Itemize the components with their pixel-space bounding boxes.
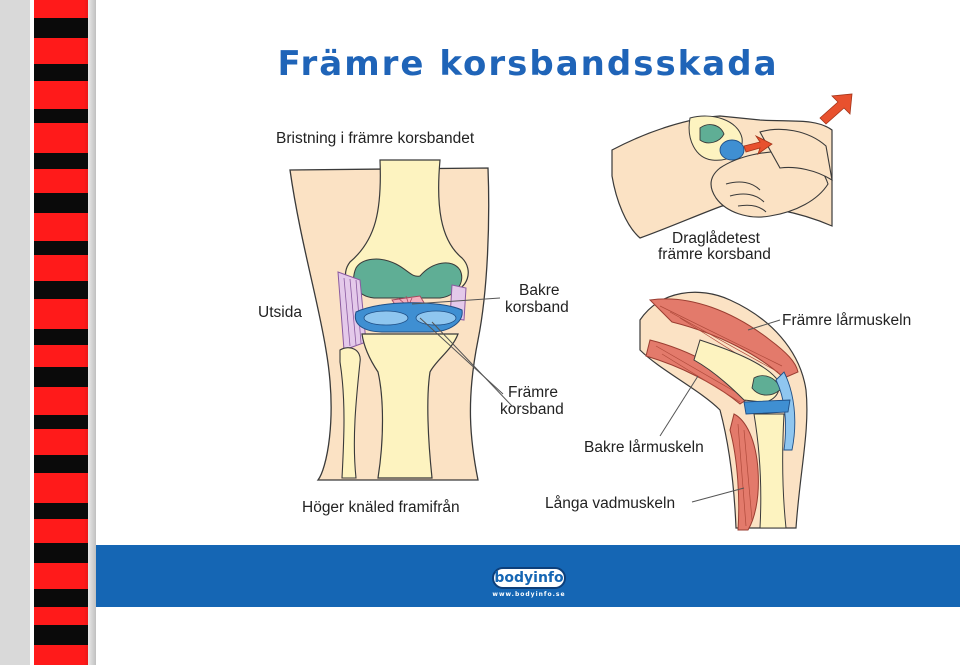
logo-url: www.bodyinfo.se	[492, 591, 566, 598]
stripe-band	[34, 81, 88, 109]
stripe-band	[34, 281, 88, 299]
label-acl-line2: korsband	[500, 401, 564, 418]
stripe-band	[34, 345, 88, 367]
stripe-band	[34, 299, 88, 329]
stripe-band	[34, 645, 88, 665]
stripe-band	[34, 109, 88, 123]
knee-front-view	[289, 159, 490, 481]
side-view-leader-lines	[659, 319, 781, 503]
label-acl-line1: Främre	[508, 384, 558, 401]
stripe-band	[34, 241, 88, 255]
bodyinfo-logo[interactable]: bodyinfo	[492, 567, 566, 589]
logo-text: bodyinfo	[494, 570, 564, 586]
label-drawer-line2: främre korsband	[658, 246, 771, 263]
stripe-band	[34, 563, 88, 589]
label-right-knee-front: Höger knäled framifrån	[302, 499, 460, 516]
stripe-band	[34, 543, 88, 563]
stripe-band	[34, 193, 88, 213]
stripe-band	[34, 213, 88, 241]
stripe-band	[34, 38, 88, 64]
drawer-test-illustration	[611, 93, 853, 239]
footer-bar: bodyinfo www.bodyinfo.se	[96, 545, 960, 607]
stripe-band	[34, 329, 88, 345]
stripe-band	[34, 519, 88, 543]
stripe-band	[34, 0, 88, 18]
stripe-band	[34, 455, 88, 473]
stripe-band	[34, 503, 88, 519]
label-drawer-line1: Draglådetest	[672, 230, 761, 247]
stripe-band	[34, 415, 88, 429]
stripe-band	[34, 64, 88, 81]
stripe-band	[34, 18, 88, 38]
label-quadriceps: Främre lårmuskeln	[782, 312, 911, 329]
label-calf: Långa vadmuskeln	[545, 495, 675, 512]
stripe-band	[34, 123, 88, 153]
stripe-band	[34, 153, 88, 169]
stripe-band	[34, 473, 88, 503]
front-view-leader-lines	[411, 297, 513, 407]
stripe-band	[34, 367, 88, 387]
stripe-band	[34, 255, 88, 281]
stripe-band	[34, 589, 88, 607]
decorative-side-stripe	[0, 0, 110, 665]
slide-title: Främre korsbandsskada	[277, 44, 779, 84]
stripe-band	[34, 387, 88, 415]
stripe-band	[34, 607, 88, 625]
label-pcl-line1: Bakre	[519, 282, 560, 299]
stripe-band	[34, 625, 88, 645]
label-rupture: Bristning i främre korsbandet	[276, 130, 475, 147]
label-hamstrings: Bakre lårmuskeln	[584, 439, 704, 456]
knee-side-view	[639, 291, 808, 531]
stripe-band	[34, 169, 88, 193]
label-pcl-line2: korsband	[505, 299, 569, 316]
stripe-band	[34, 429, 88, 455]
label-outside: Utsida	[258, 304, 302, 321]
